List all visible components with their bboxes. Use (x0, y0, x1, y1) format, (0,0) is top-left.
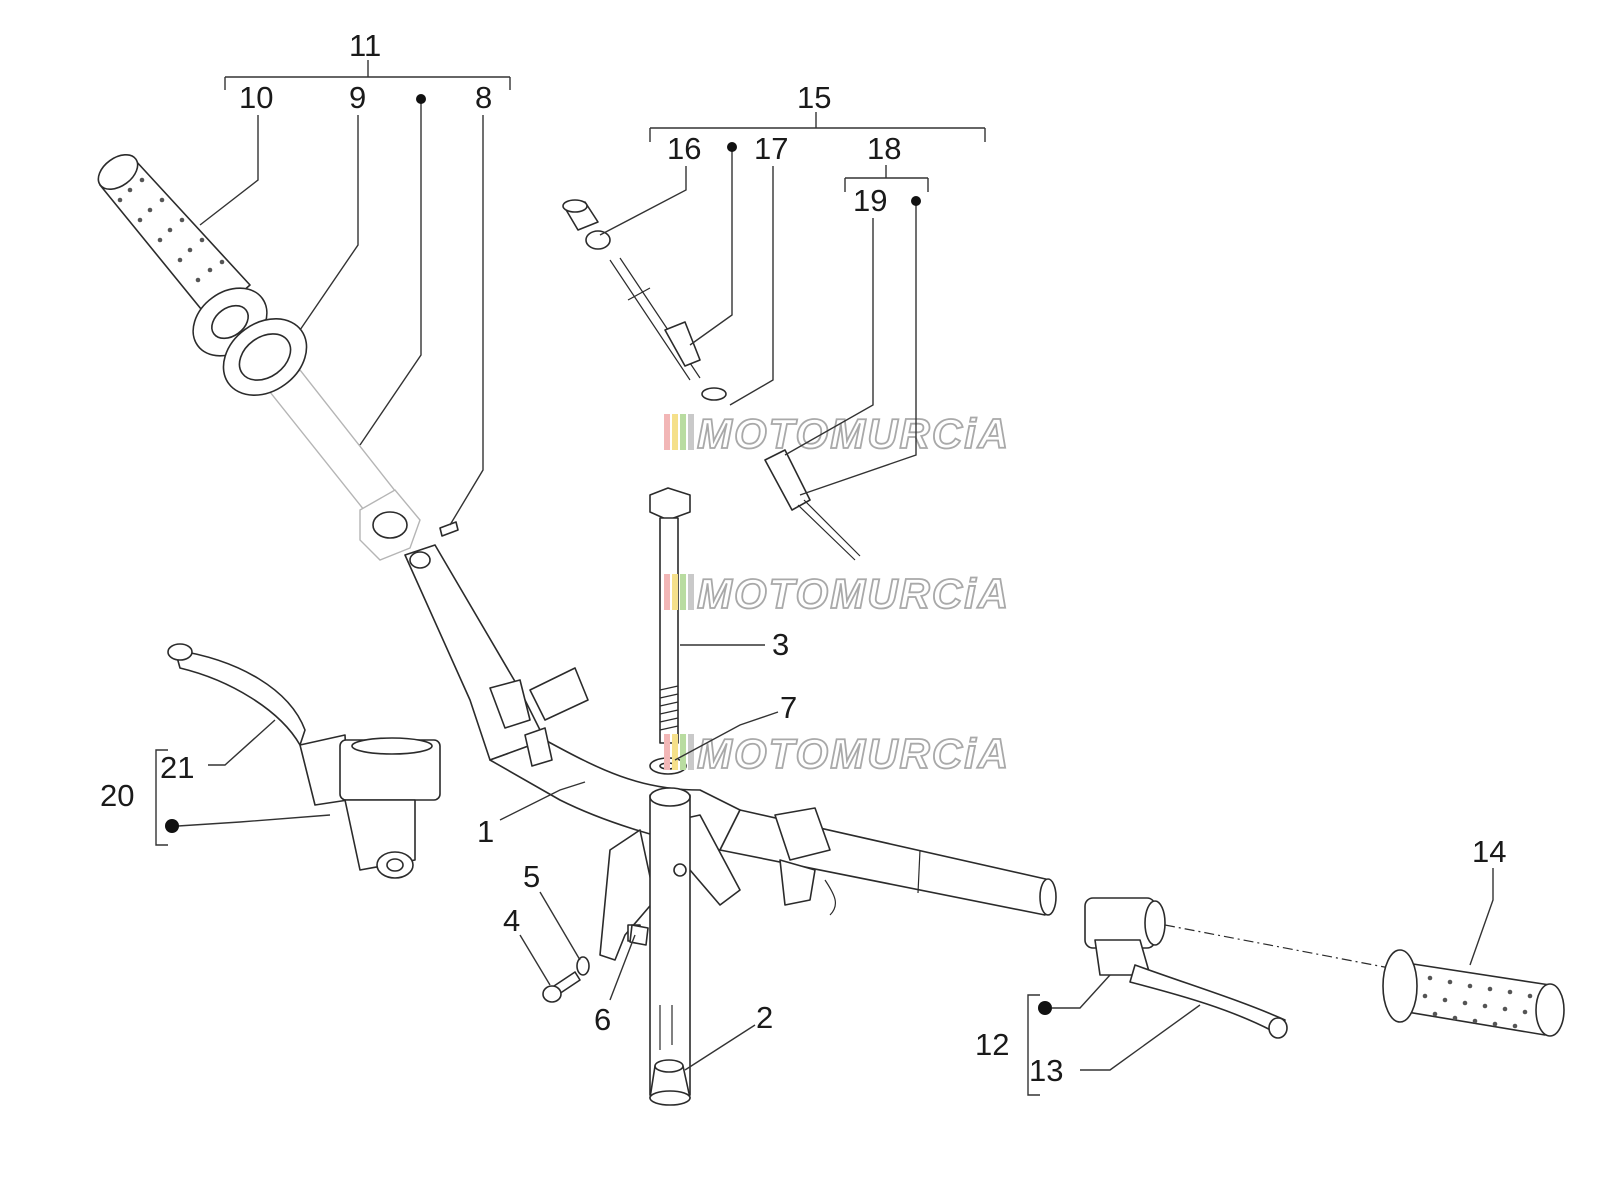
svg-text:MOTOMURCiA: MOTOMURCiA (697, 730, 1010, 777)
leader-lines (155, 60, 1494, 1096)
callout-7: 7 (780, 690, 797, 725)
part-8-screw (439, 521, 459, 537)
part-14-right-grip (1382, 949, 1565, 1037)
part-9-grip-washer (222, 318, 308, 396)
bullet-dots (165, 94, 1052, 1015)
callout-labels: 11 10 9 8 15 16 17 18 19 3 7 21 20 1 5 4… (100, 28, 1506, 1088)
callout-20: 20 (100, 778, 134, 813)
part-handlebar-tube (268, 369, 1057, 916)
callout-11: 11 (349, 28, 381, 63)
part-20-master-cylinder (299, 734, 441, 879)
part-5-washer (576, 956, 590, 976)
part-13-right-lever (1129, 964, 1288, 1039)
part-4-screw (542, 971, 581, 1003)
callout-5: 5 (523, 859, 540, 894)
callout-9: 9 (349, 80, 366, 115)
svg-text:MOTOMURCiA: MOTOMURCiA (697, 410, 1010, 457)
callout-6: 6 (594, 1002, 611, 1037)
part-stem-clamp (599, 787, 741, 1096)
callout-21: 21 (160, 750, 194, 785)
callout-14: 14 (1472, 834, 1506, 869)
part-12-switch-housing (1084, 897, 1166, 976)
part-17-throttle-cable (609, 257, 727, 401)
callout-8: 8 (475, 80, 492, 115)
part-3-bolt (649, 487, 691, 744)
callout-17: 17 (754, 131, 788, 166)
watermark-1: MOTOMURCiA (664, 409, 1010, 458)
part-21-brake-lever (167, 643, 306, 746)
watermark-2: MOTOMURCiA (664, 569, 1010, 618)
callout-2: 2 (756, 1000, 773, 1035)
part-6-clip (629, 924, 649, 946)
callout-19: 19 (853, 183, 887, 218)
callout-12: 12 (975, 1027, 1009, 1062)
svg-text:MOTOMURCiA: MOTOMURCiA (697, 570, 1010, 617)
callout-13: 13 (1029, 1053, 1063, 1088)
watermark-3: MOTOMURCiA (664, 729, 1010, 778)
part-16-cable-end (562, 199, 611, 250)
part-2-nut (649, 1059, 691, 1106)
callout-15: 15 (797, 80, 831, 115)
callout-4: 4 (503, 903, 520, 938)
callout-3: 3 (772, 627, 789, 662)
axis-line (1164, 924, 1401, 971)
part-19-cable-adjuster (764, 449, 861, 561)
callout-1: 1 (477, 814, 494, 849)
callout-18: 18 (867, 131, 901, 166)
callout-10: 10 (239, 80, 273, 115)
callout-16: 16 (667, 131, 701, 166)
